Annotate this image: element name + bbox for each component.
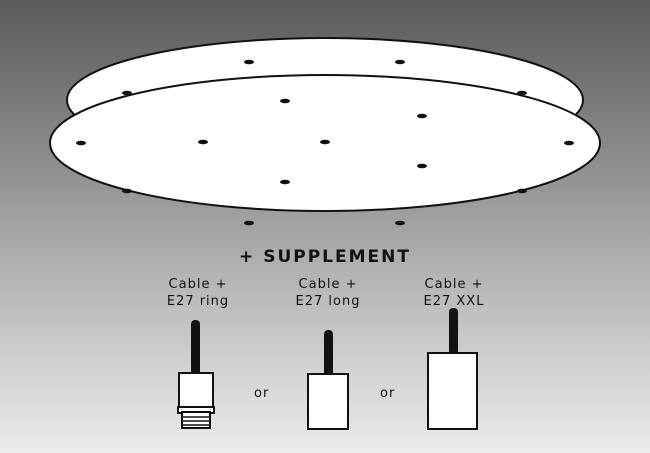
cable-hole xyxy=(564,140,574,146)
cable-hole xyxy=(395,220,405,226)
or-separator: or xyxy=(380,386,396,401)
cable-hole xyxy=(122,188,132,194)
option-label-line2: E27 XXL xyxy=(423,294,485,309)
cable-hole xyxy=(280,98,290,104)
cable-hole xyxy=(417,163,427,169)
option-label-line2: E27 long xyxy=(295,294,361,309)
cable-hole xyxy=(244,59,254,65)
e27-long-socket-icon xyxy=(307,330,349,430)
e27-ring-socket-icon xyxy=(177,320,215,429)
cable-hole xyxy=(517,90,527,96)
cable-hole xyxy=(417,113,427,119)
option-label-e27-long: Cable + E27 long xyxy=(268,276,388,310)
option-label-line1: Cable + xyxy=(424,277,484,292)
option-label-line1: Cable + xyxy=(168,277,228,292)
option-label-line1: Cable + xyxy=(298,277,358,292)
cable-hole xyxy=(198,139,208,145)
option-label-line2: E27 ring xyxy=(166,294,230,309)
cable-hole xyxy=(517,188,527,194)
cable-hole xyxy=(244,220,254,226)
cable-holes xyxy=(76,59,574,226)
or-separator: or xyxy=(254,386,270,401)
cable-hole xyxy=(280,179,290,185)
e27-xxl-socket-icon xyxy=(427,308,478,430)
cable-hole xyxy=(76,140,86,146)
supplement-heading: + SUPPLEMENT xyxy=(239,247,411,267)
option-label-e27-xxl: Cable + E27 XXL xyxy=(394,276,514,310)
cable-hole xyxy=(395,59,405,65)
cable-hole xyxy=(320,139,330,145)
option-label-e27-ring: Cable + E27 ring xyxy=(138,276,258,310)
cable-hole xyxy=(122,90,132,96)
